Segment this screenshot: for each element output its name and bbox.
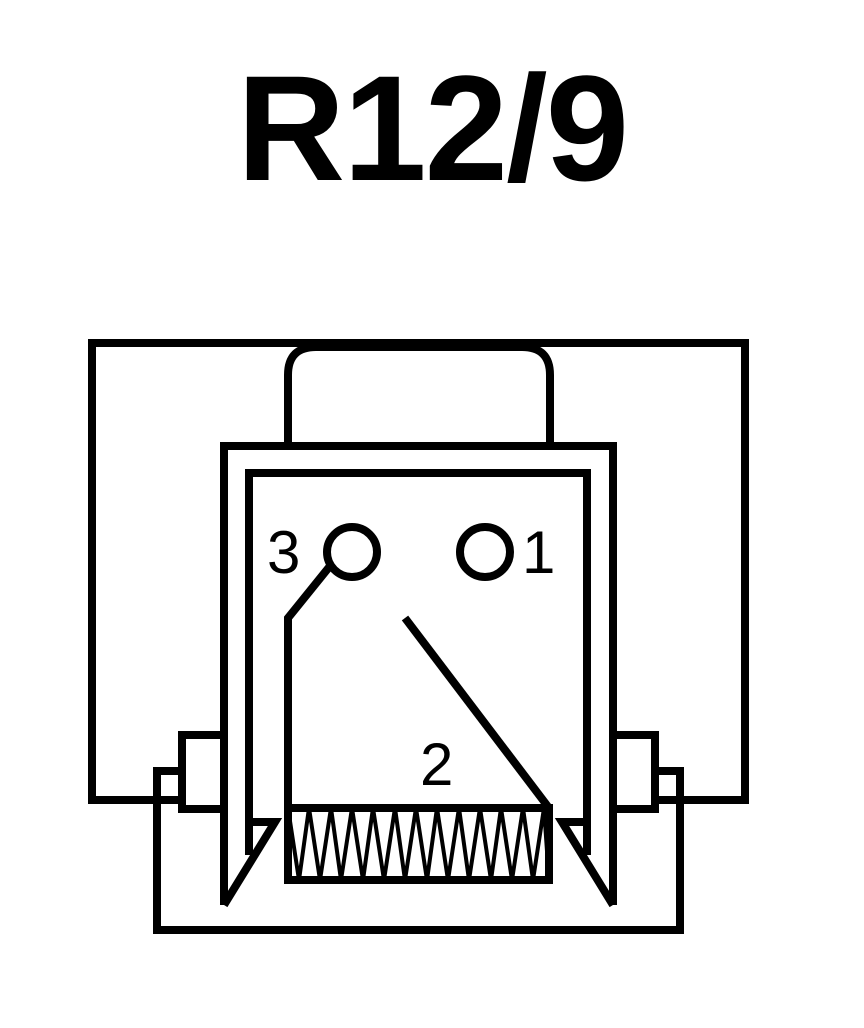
resistor-element xyxy=(284,804,553,884)
wiper-line xyxy=(401,615,553,811)
outer-frame xyxy=(220,442,617,905)
left-tab xyxy=(178,731,228,813)
pin-1-terminal xyxy=(456,523,514,581)
pin-3-lead xyxy=(284,563,334,808)
pin-3-terminal xyxy=(323,523,381,581)
diagram-title: R12/9 xyxy=(236,44,629,212)
right-clip xyxy=(554,818,617,908)
pin-1-label: 1 xyxy=(522,519,555,586)
top-tab xyxy=(284,343,554,446)
base-bracket xyxy=(153,767,684,934)
resistor-coil xyxy=(286,807,551,881)
left-clip xyxy=(220,818,283,908)
right-tab xyxy=(609,731,659,813)
inner-frame xyxy=(245,469,591,855)
pin-3-label: 3 xyxy=(267,519,300,586)
pin-2-label: 2 xyxy=(420,731,453,798)
